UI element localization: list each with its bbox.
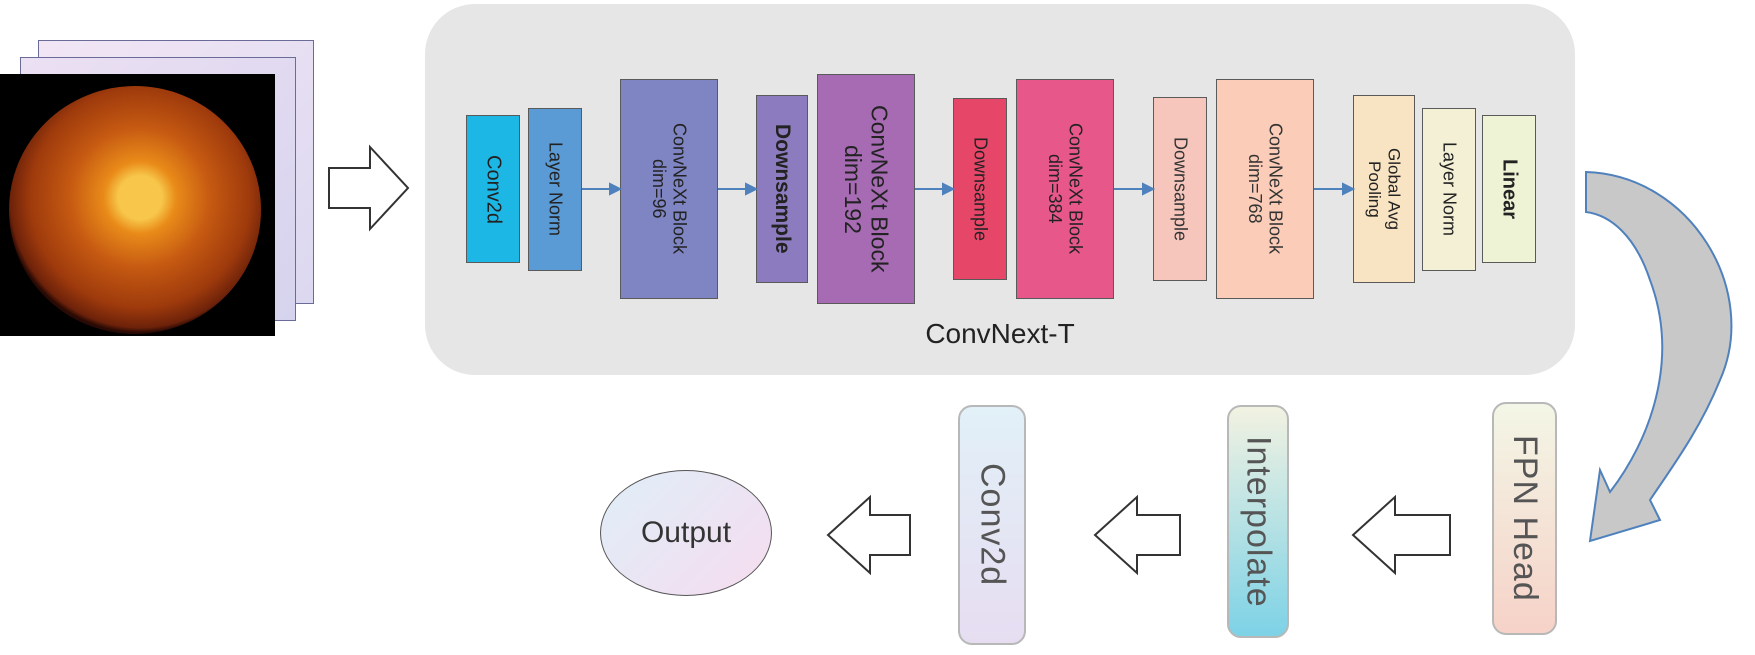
block-fpn-head: FPN Head (1492, 402, 1557, 635)
block-conv2d-head: Conv2d (958, 405, 1026, 645)
block-layernorm-1: Layer Norm (528, 108, 582, 271)
fundus-image (9, 86, 261, 334)
input-arrow (328, 144, 410, 232)
block-global-avg-pooling: Global Avg Pooling (1353, 95, 1415, 283)
output-ellipse: Output (600, 470, 772, 596)
curved-arrow (1585, 170, 1733, 543)
block-linear: Linear (1482, 115, 1536, 263)
arrow-conv2d-to-output (826, 494, 911, 576)
block-downsample-1: Downsample (756, 95, 808, 283)
block-downsample-3: Downsample (1153, 97, 1207, 281)
block-convnext-768: ConvNeXt Block dim=768 (1216, 79, 1314, 299)
block-interpolate: Interpolate (1227, 405, 1289, 638)
arrow-fpn-to-interpolate (1351, 494, 1451, 576)
arrow-interpolate-to-conv2d (1093, 494, 1181, 576)
block-convnext-96: ConvNeXt Block dim=96 (620, 79, 718, 299)
block-layernorm-2: Layer Norm (1422, 108, 1476, 271)
block-convnext-192: ConvNeXt Block dim=192 (817, 74, 915, 304)
block-convnext-384: ConvNeXt Block dim=384 (1016, 79, 1114, 299)
block-conv2d: Conv2d (466, 115, 520, 263)
panel-label: ConvNext-T (925, 318, 1075, 349)
block-downsample-2: Downsample (953, 98, 1007, 280)
